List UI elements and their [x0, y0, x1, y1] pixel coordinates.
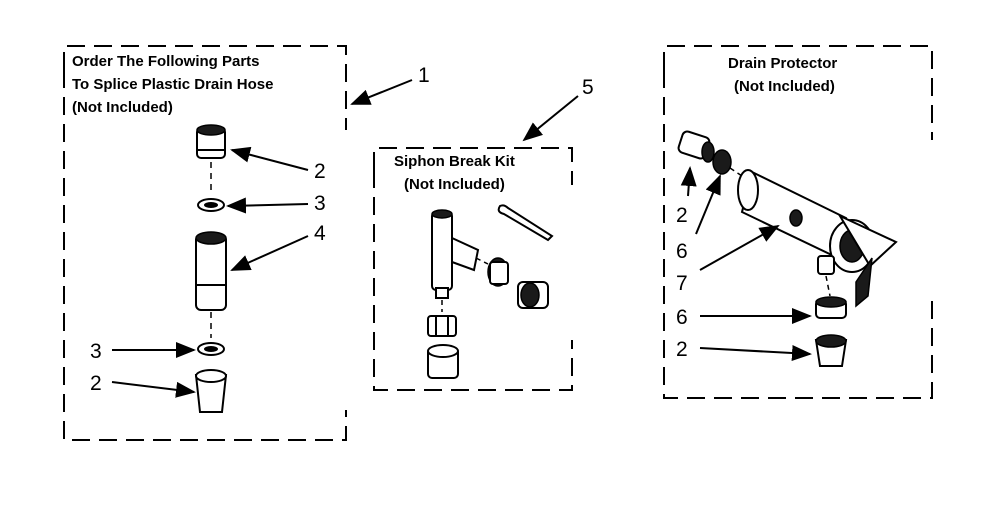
drain-title-line-1: Drain Protector — [728, 55, 837, 72]
hose-coupling-bottom — [194, 369, 228, 413]
hose-connector — [195, 231, 227, 311]
hose-clamp-top — [197, 198, 225, 212]
drain-protector-panel: Drain Protector (Not Included) — [663, 45, 933, 399]
drain-label-2-top: 2 — [676, 204, 688, 227]
drain-nut-bottom — [815, 296, 847, 319]
siphon-side-nut — [487, 257, 509, 287]
drain-adapter-bottom — [814, 334, 848, 367]
drain-box-bottom — [663, 70, 933, 399]
splice-label-4: 4 — [314, 222, 326, 245]
splice-box-top — [63, 45, 347, 130]
siphon-side-adapter — [517, 281, 549, 309]
callout-1-leader — [350, 79, 413, 105]
splice-label-3-bottom: 3 — [90, 340, 102, 363]
splice-title-line-2: To Splice Plastic Drain Hose — [72, 76, 273, 93]
drain-label-6-bottom: 6 — [676, 306, 688, 329]
drain-label-2-bottom: 2 — [676, 338, 688, 361]
splice-label-2-top: 2 — [314, 160, 326, 183]
drain-nut-left — [712, 149, 732, 175]
siphon-box-bottom — [373, 170, 573, 391]
drain-label-6-top: 6 — [676, 240, 688, 263]
hose-coupling-top — [196, 124, 226, 159]
callout-5: 5 — [582, 76, 594, 99]
siphon-clip — [497, 204, 554, 242]
siphon-bottom-nut — [427, 315, 457, 337]
siphon-box-top — [373, 147, 573, 185]
drain-title-line-2: (Not Included) — [734, 78, 835, 95]
hose-clamp-bottom — [197, 342, 225, 356]
siphon-title-line-1: Siphon Break Kit — [394, 153, 515, 170]
splice-title-line-1: Order The Following Parts — [72, 53, 260, 70]
drain-label-7: 7 — [676, 272, 688, 295]
drain-protector-body — [737, 169, 898, 308]
siphon-tee-fitting — [431, 209, 480, 299]
siphon-title-line-2: (Not Included) — [404, 176, 505, 193]
drain-box-top — [663, 45, 933, 140]
callout-1: 1 — [418, 64, 430, 87]
drain-adapter-left — [677, 130, 715, 163]
splice-label-3-top: 3 — [314, 192, 326, 215]
siphon-break-panel: Siphon Break Kit (Not Included) 5 — [373, 76, 594, 391]
splice-kit-panel: Order The Following Parts To Splice Plas… — [63, 45, 430, 441]
siphon-bottom-adapter — [427, 344, 459, 379]
splice-label-2-bottom: 2 — [90, 372, 102, 395]
splice-title-line-3: (Not Included) — [72, 99, 173, 116]
